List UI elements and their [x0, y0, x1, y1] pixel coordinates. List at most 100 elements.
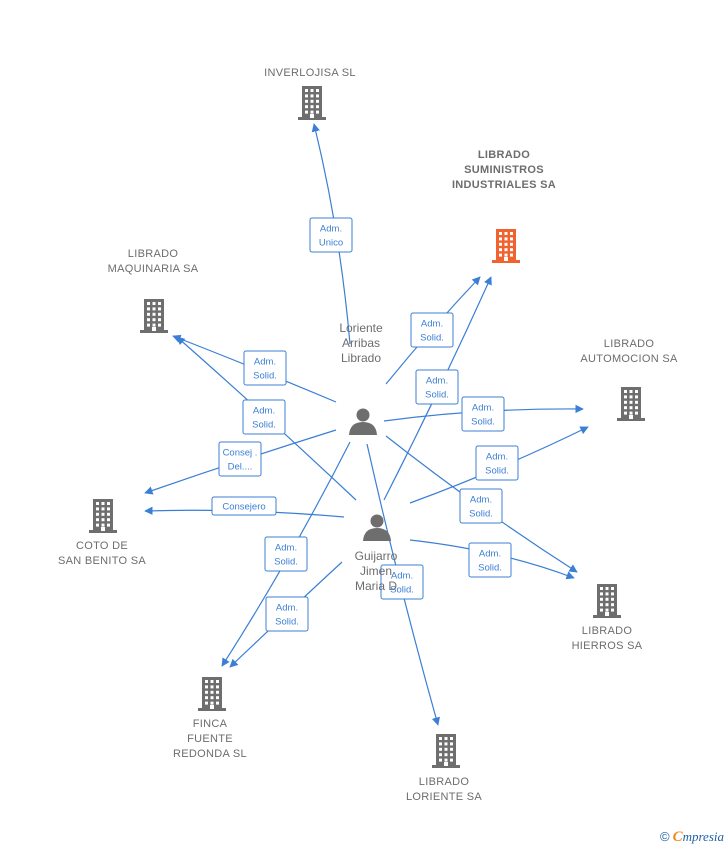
company-node-coto[interactable]: COTO DE SAN BENITO SA [58, 499, 146, 567]
edge-label-box [475, 445, 519, 481]
copyright-symbol: © [659, 829, 670, 844]
edge-label-text: Adm. [253, 406, 275, 417]
edge-label-text: Adm. [479, 549, 501, 560]
edge-label-box [218, 441, 262, 477]
node-label-line: LIBRADO [128, 248, 179, 260]
edge-label-text: Adm. [276, 603, 298, 614]
edge-label-text: Solid. [478, 563, 502, 574]
node-label-line: Jimen [360, 564, 392, 578]
node-label-line: LIBRADO [604, 338, 655, 350]
building-icon [593, 584, 621, 618]
edge-label-box [461, 396, 505, 432]
company-node-finca[interactable]: FINCA FUENTE REDONDA SL [173, 677, 247, 760]
building-icon [198, 677, 226, 711]
edge-label-box [243, 350, 287, 386]
edge-label-p1-maquinaria[interactable]: Adm. Solid. [243, 350, 287, 386]
edge-label-text: Adm. [254, 357, 276, 368]
edge-label-text: Del.... [228, 462, 253, 473]
edge-label-text: Adm. [421, 319, 443, 330]
node-label-line: HIERROS SA [572, 640, 643, 652]
edge-label-text: Solid. [425, 390, 449, 401]
edge-label-box [468, 542, 512, 578]
building-icon [298, 86, 326, 120]
edge-label-text: Solid. [420, 333, 444, 344]
node-label-line: Guijarro [355, 549, 398, 563]
building-icon [492, 229, 520, 263]
node-label-line: FINCA [193, 718, 228, 730]
building-icon [617, 387, 645, 421]
edge-label-p1-loriente[interactable]: Adm. Solid. [380, 564, 424, 600]
building-icon [140, 299, 168, 333]
edge-label-p1-inverlojisa[interactable]: Adm.Unico [309, 217, 353, 253]
node-label-line: LORIENTE SA [406, 791, 482, 803]
edge-label-text: Solid. [275, 617, 299, 628]
edge-label-box [415, 369, 459, 405]
edge-label-p1-automocion[interactable]: Adm. Solid. [461, 396, 505, 432]
edge-label-p2-maquinaria[interactable]: Adm. Solid. [242, 399, 286, 435]
node-label-line: LIBRADO [478, 149, 530, 161]
edge-label-text: Adm. [275, 543, 297, 554]
node-label-line: LIBRADO [582, 625, 633, 637]
footer-brand[interactable]: ©Cmpresia [660, 829, 724, 846]
edge-label-box [265, 596, 309, 632]
edge-label-p1-suministros[interactable]: Adm. Solid. [410, 312, 454, 348]
nodes-layer: INVERLOJISA SL LIBRADO SUMINISTROS INDUSTRI… [58, 67, 678, 803]
edge-label-text: Consejero [222, 502, 265, 513]
node-label-line: Maria D [355, 579, 397, 593]
edge-label-text: Solid. [252, 420, 276, 431]
company-node-inverlojisa[interactable]: INVERLOJISA SL [264, 67, 356, 120]
edge-label-text: Adm. [426, 376, 448, 387]
edge-label-text: Adm. [486, 452, 508, 463]
edge-label-p2-coto[interactable]: Consejero [211, 496, 277, 516]
node-label-line: Loriente [339, 321, 383, 335]
edge-labels-layer: Adm.UnicoAdm.Solid.Adm.Solid.Adm.Solid.A… [211, 217, 519, 632]
edge-label-text: Solid. [471, 417, 495, 428]
edge-label-box [459, 488, 503, 524]
edge-label-p2-finca[interactable]: Adm. Solid. [265, 596, 309, 632]
edge-label-box [242, 399, 286, 435]
edge-label-p1-finca[interactable]: Adm. Solid. [264, 536, 308, 572]
building-icon [432, 734, 460, 768]
edge-label-box [380, 564, 424, 600]
brand-initial: C [672, 829, 683, 845]
person-icon [363, 514, 391, 541]
edge-label-box [211, 496, 277, 516]
edge-label-text: Consej . [223, 448, 258, 459]
edge-label-text: Adm. [472, 403, 494, 414]
company-node-suministros[interactable]: LIBRADO SUMINISTROS INDUSTRIALES SA [452, 149, 556, 263]
edge-label-box [264, 536, 308, 572]
edge-label-p1-hierros[interactable]: Adm. Solid. [459, 488, 503, 524]
node-label-line: INDUSTRIALES SA [452, 179, 556, 191]
building-icon [89, 499, 117, 533]
edge-label-p2-hierros[interactable]: Adm. Solid. [468, 542, 512, 578]
node-label-line: SUMINISTROS [464, 164, 544, 176]
node-label-line: SAN BENITO SA [58, 555, 146, 567]
edge-label-text: Adm. [470, 495, 492, 506]
node-label-line: REDONDA SL [173, 748, 247, 760]
edge-label-text: Solid. [469, 509, 493, 520]
edge-label-p1-coto[interactable]: Consej . Del.... [218, 441, 262, 477]
brand-name: mpresia [682, 829, 724, 844]
edge-label-box [309, 217, 353, 253]
edge-label-text: Solid. [253, 371, 277, 382]
edge-label-text: Adm. [320, 224, 342, 235]
person-icon [349, 408, 377, 435]
edge-label-text: Solid. [485, 466, 509, 477]
edge-label-box [410, 312, 454, 348]
node-label-line: Librado [341, 351, 381, 365]
node-label-line: FUENTE [187, 733, 233, 745]
edge-label-text: Solid. [274, 557, 298, 568]
edge-label-text: Solid. [390, 585, 414, 596]
edge-label-text: Adm. [391, 571, 413, 582]
node-label-line: Arribas [342, 336, 380, 350]
edge-label-p2-suministros[interactable]: Adm. Solid. [415, 369, 459, 405]
company-node-hierros[interactable]: LIBRADO HIERROS SA [572, 584, 643, 652]
edge-label-p2-automocion[interactable]: Adm. Solid. [475, 445, 519, 481]
node-label-line: COTO DE [76, 540, 128, 552]
